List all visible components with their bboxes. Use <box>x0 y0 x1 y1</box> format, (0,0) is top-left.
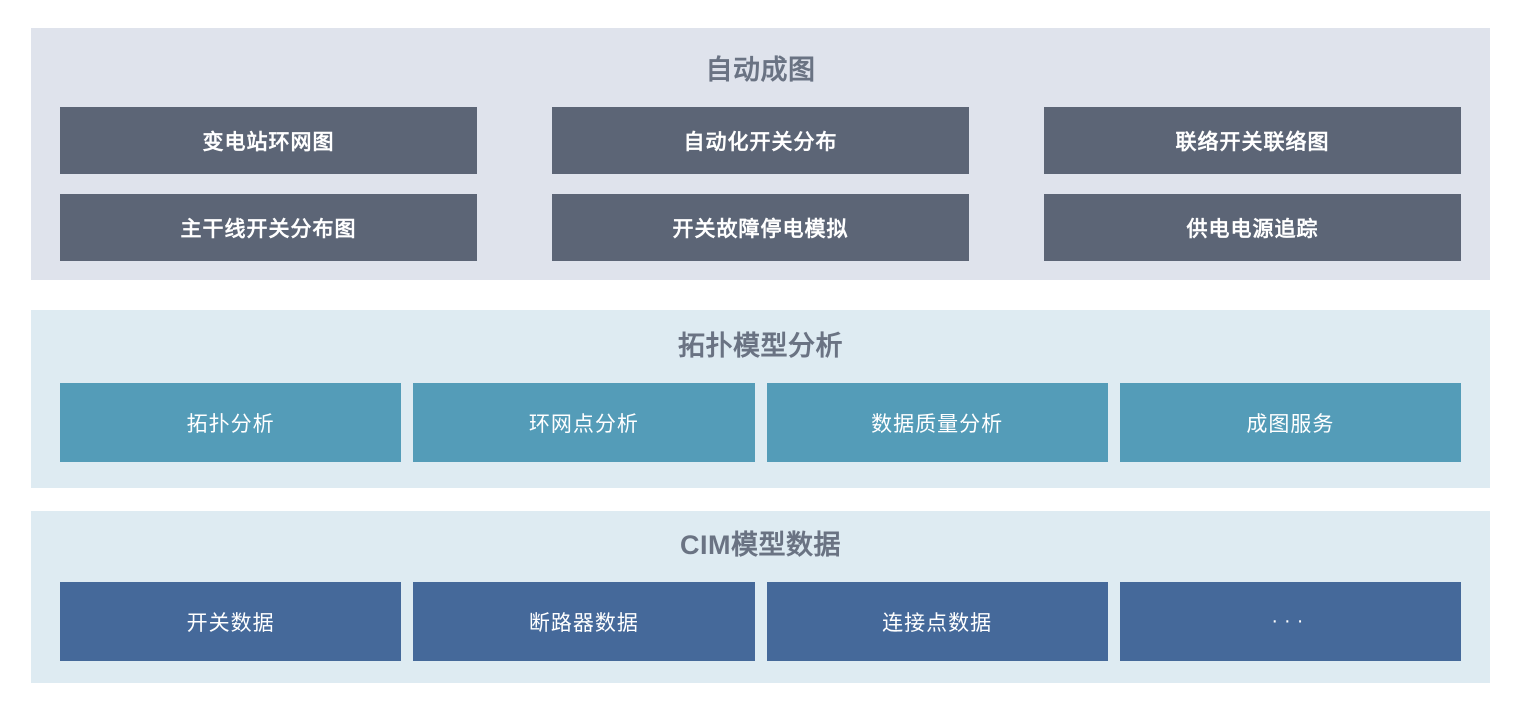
button-power-supply-source-tracing[interactable]: 供电电源追踪 <box>1044 194 1461 261</box>
panel-cim-model-data-buttons: 开关数据 断路器数据 连接点数据 ··· <box>31 582 1490 661</box>
button-switch-fault-outage-simulation[interactable]: 开关故障停电模拟 <box>552 194 969 261</box>
button-substation-ring-network-diagram[interactable]: 变电站环网图 <box>60 107 477 174</box>
panel-auto-mapping: 自动成图 变电站环网图 自动化开关分布 联络开关联络图 主干线开关分布图 开关故… <box>31 28 1490 280</box>
button-circuit-breaker-data[interactable]: 断路器数据 <box>413 582 755 661</box>
button-connectivity-node-data[interactable]: 连接点数据 <box>766 582 1108 661</box>
panel-cim-model-data-title: CIM模型数据 <box>680 530 841 560</box>
panel-auto-mapping-buttons: 变电站环网图 自动化开关分布 联络开关联络图 主干线开关分布图 开关故障停电模拟… <box>31 107 1490 261</box>
button-topology-analysis[interactable]: 拓扑分析 <box>60 383 402 462</box>
button-mapping-service[interactable]: 成图服务 <box>1119 383 1461 462</box>
button-tie-switch-connection-diagram[interactable]: 联络开关联络图 <box>1044 107 1461 174</box>
button-automation-switch-distribution[interactable]: 自动化开关分布 <box>552 107 969 174</box>
button-switch-data[interactable]: 开关数据 <box>60 582 402 661</box>
architecture-diagram: 自动成图 变电站环网图 自动化开关分布 联络开关联络图 主干线开关分布图 开关故… <box>31 28 1490 683</box>
panel-cim-model-data: CIM模型数据 开关数据 断路器数据 连接点数据 ··· <box>31 511 1490 683</box>
button-more-data[interactable]: ··· <box>1119 582 1461 661</box>
panel-topology-model-analysis: 拓扑模型分析 拓扑分析 环网点分析 数据质量分析 成图服务 <box>31 310 1490 488</box>
button-trunk-line-switch-distribution-map[interactable]: 主干线开关分布图 <box>60 194 477 261</box>
panel-topology-model-analysis-buttons: 拓扑分析 环网点分析 数据质量分析 成图服务 <box>31 383 1490 462</box>
panel-topology-model-analysis-title: 拓扑模型分析 <box>678 331 843 361</box>
button-ring-network-point-analysis[interactable]: 环网点分析 <box>413 383 755 462</box>
button-data-quality-analysis[interactable]: 数据质量分析 <box>766 383 1108 462</box>
panel-auto-mapping-title: 自动成图 <box>705 55 816 85</box>
